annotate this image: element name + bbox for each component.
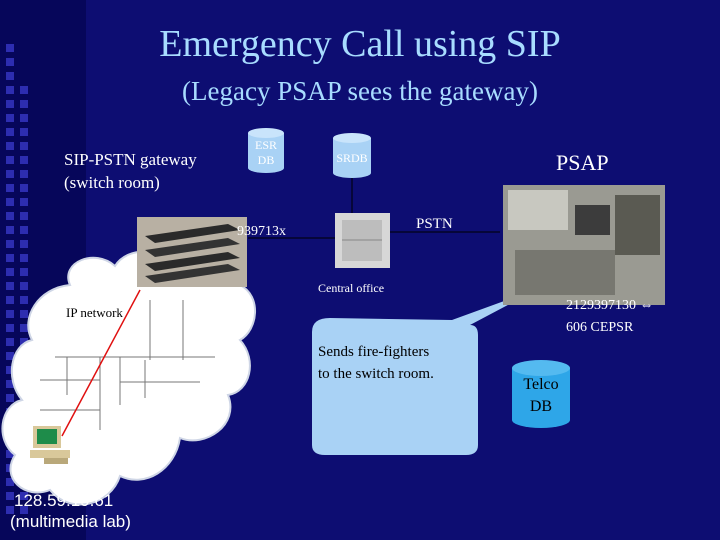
decorative-square <box>20 156 28 164</box>
srdb-label: SRDB <box>336 151 368 165</box>
phone-number-line2: 606 CEPSR <box>566 320 634 335</box>
decorative-square <box>20 128 28 136</box>
decorative-square <box>20 198 28 206</box>
decorative-square <box>20 296 28 304</box>
decorative-square <box>6 324 14 332</box>
decorative-square <box>6 128 14 136</box>
decorative-square <box>6 184 14 192</box>
sip-link-red <box>61 289 141 437</box>
callout-bubble <box>312 288 540 455</box>
number-939713x-label: 939713x <box>237 224 286 239</box>
multimedia-lab-label: (multimedia lab) <box>10 512 131 531</box>
decorative-square <box>20 268 28 276</box>
decorative-square <box>6 352 14 360</box>
decorative-square <box>6 198 14 206</box>
ip-network-cloud <box>1 250 256 506</box>
decorative-square <box>20 324 28 332</box>
decorative-square <box>20 114 28 122</box>
decorative-square <box>20 240 28 248</box>
decorative-square <box>6 72 14 80</box>
callout-text-line1: Sends fire-fighters <box>318 344 430 360</box>
srdb-cylinder <box>333 133 371 178</box>
decorative-square <box>6 86 14 94</box>
telco-db-label-line2: DB <box>529 398 553 415</box>
decorative-square <box>6 394 14 402</box>
psap-label: PSAP <box>556 150 609 175</box>
decorative-square <box>20 184 28 192</box>
psap-photo <box>503 185 665 305</box>
decorative-square <box>6 156 14 164</box>
ip-network-label: IP network <box>66 305 123 320</box>
decorative-square <box>6 142 14 150</box>
decorative-square <box>6 380 14 388</box>
telco-db-label-line1: Telco <box>523 376 559 393</box>
decorative-square <box>6 100 14 108</box>
decorative-square <box>6 170 14 178</box>
decorative-square <box>20 492 28 500</box>
decorative-square <box>6 58 14 66</box>
decorative-square <box>6 506 14 514</box>
decorative-square <box>6 282 14 290</box>
decorative-square <box>20 506 28 514</box>
slide-subtitle: (Legacy PSAP sees the gateway) <box>182 76 538 106</box>
decorative-square <box>6 44 14 52</box>
decorative-square <box>6 310 14 318</box>
esr-db-cylinder <box>248 128 284 173</box>
ip-address-label: 128.59.19.61 <box>14 491 114 510</box>
decorative-square <box>6 338 14 346</box>
decorative-square <box>20 254 28 262</box>
slide-title: Emergency Call using SIP <box>159 23 561 65</box>
decorative-square <box>20 338 28 346</box>
decorative-square <box>6 268 14 276</box>
decorative-square <box>6 114 14 122</box>
central-office-switch-image <box>335 213 390 268</box>
pstn-label: PSTN <box>416 216 453 232</box>
decorative-square <box>20 142 28 150</box>
gateway-hardware-image <box>137 217 247 287</box>
decorative-square <box>20 282 28 290</box>
decorative-square <box>20 310 28 318</box>
phone-number-line1: 2129397130 ⇔ <box>566 298 654 313</box>
central-office-label: Central office <box>318 281 385 295</box>
gateway-label-line2: (switch room) <box>64 173 160 192</box>
decorative-square <box>20 170 28 178</box>
decorative-square <box>20 226 28 234</box>
decorative-square <box>6 450 14 458</box>
decorative-square <box>6 254 14 262</box>
gateway-label-line1: SIP-PSTN gateway <box>64 150 197 169</box>
decorative-square <box>6 212 14 220</box>
callout-text-line2: to the switch room. <box>318 366 434 382</box>
computer-image <box>30 426 70 464</box>
decorative-square <box>6 240 14 248</box>
decorative-square <box>6 478 14 486</box>
decorative-square <box>6 296 14 304</box>
esr-db-label: ESR DB <box>254 138 277 167</box>
ip-network-wiring <box>40 300 215 430</box>
decorative-square <box>20 212 28 220</box>
decorative-square <box>20 100 28 108</box>
decorative-square <box>20 86 28 94</box>
decorative-square <box>6 226 14 234</box>
telco-db-cylinder <box>512 360 570 428</box>
decorative-square <box>6 492 14 500</box>
decorative-square <box>6 366 14 374</box>
